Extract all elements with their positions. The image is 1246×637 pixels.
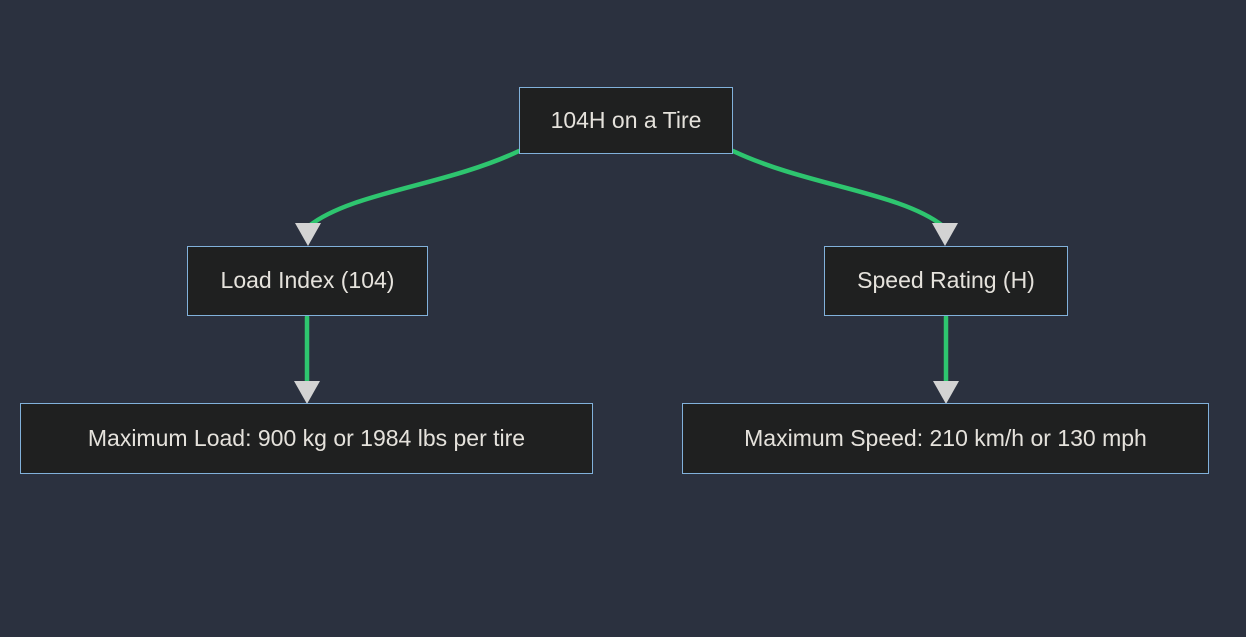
arrowhead-speed-rating-icon <box>932 223 958 246</box>
node-load-index-label: Load Index (104) <box>220 267 395 294</box>
node-root-label: 104H on a Tire <box>550 106 702 133</box>
node-max-speed: Maximum Speed: 210 km/h or 130 mph <box>682 403 1209 474</box>
arrowhead-max-speed-icon <box>933 381 959 404</box>
edge-root-to-load-index <box>306 148 522 229</box>
arrowhead-load-index-icon <box>295 223 321 246</box>
node-max-load: Maximum Load: 900 kg or 1984 lbs per tir… <box>20 403 593 474</box>
node-max-load-label: Maximum Load: 900 kg or 1984 lbs per tir… <box>87 424 526 451</box>
node-root: 104H on a Tire <box>519 87 733 154</box>
arrowhead-max-load-icon <box>294 381 320 404</box>
node-speed-rating: Speed Rating (H) <box>824 246 1068 316</box>
edge-root-to-speed-rating <box>730 148 946 229</box>
node-max-speed-label: Maximum Speed: 210 km/h or 130 mph <box>744 424 1147 451</box>
node-speed-rating-label: Speed Rating (H) <box>857 267 1035 294</box>
node-load-index: Load Index (104) <box>187 246 428 316</box>
